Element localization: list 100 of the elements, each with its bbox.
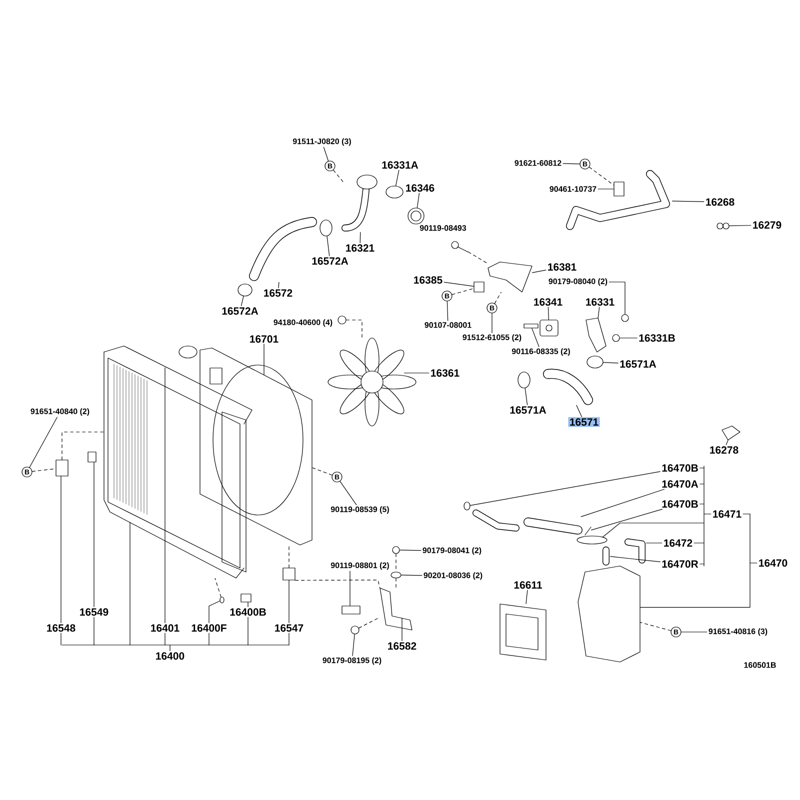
bracket-line (60, 632, 62, 646)
callout-number: 16571A (510, 406, 546, 414)
leader-line (598, 188, 614, 190)
clamp-drawing (586, 356, 604, 368)
callout-number: 16547 (275, 624, 304, 632)
dashed-leader-line (452, 288, 474, 295)
callout-number: 16611 (514, 581, 542, 589)
callout-number: 91511-J0820 (3) (292, 138, 351, 146)
bracket-line (694, 542, 704, 544)
leader-line (591, 508, 663, 530)
callout-number: 16572 (264, 289, 292, 297)
leader-line (532, 270, 546, 274)
o-ring-drawing (220, 596, 224, 604)
callout-number: 16571A (620, 360, 656, 368)
leader-line (164, 367, 166, 624)
leader-line (208, 600, 220, 624)
elbow-drawing (722, 426, 740, 440)
bolt-drawing (612, 334, 620, 342)
leader-line (446, 301, 448, 321)
leader-line (646, 542, 662, 544)
callout-number: 16331B (639, 334, 675, 342)
shroud-drawing (200, 348, 312, 546)
fan-drawing (328, 338, 416, 426)
connector-drawing (716, 222, 730, 230)
callout-number: 16381 (548, 263, 576, 271)
callout-number: 16549 (80, 608, 108, 616)
bolt-drawing (451, 241, 468, 252)
pin-drawing (524, 324, 538, 328)
leader-line (278, 282, 280, 288)
hose-drawing (543, 368, 593, 405)
leader-line (323, 146, 329, 162)
bracket-line (750, 562, 758, 564)
callout-number: 94180-40600 (4) (274, 319, 332, 327)
callout-number: 16471 (713, 510, 742, 518)
nut-drawing (350, 626, 360, 634)
callout-number: 90119-08539 (5) (330, 506, 389, 514)
bracket-line (602, 522, 704, 538)
callout-number: 16361 (431, 369, 460, 377)
drain-plug-drawing (240, 594, 252, 602)
leader-line (640, 607, 750, 608)
leader-line (610, 556, 660, 562)
leader-line (729, 225, 752, 226)
leader-line (608, 282, 626, 314)
outlet-drawing (586, 318, 606, 352)
callout-number: 16582 (388, 642, 416, 650)
callout-number: 91651-40816 (3) (708, 628, 768, 636)
callout-number: 16401 (151, 624, 180, 632)
dashed-leader-line (588, 166, 614, 186)
clamp-drawing (320, 220, 332, 236)
leader-line (416, 192, 420, 208)
hose-drawing (624, 538, 646, 564)
cap-drawing (576, 536, 608, 544)
thermostat-drawing (386, 186, 404, 198)
callout-number: 16400 (156, 652, 184, 660)
leader-line (360, 232, 361, 244)
callout-number: 16548 (47, 624, 76, 632)
dashed-leader-line (214, 578, 222, 598)
diagram-number: 160501B (744, 662, 776, 668)
leader-line (548, 306, 549, 320)
bracket-drawing (488, 262, 532, 292)
leader-line (603, 362, 618, 364)
dashed-leader-line (312, 467, 332, 476)
callout-number: 16472 (664, 539, 692, 547)
callout-number: 16268 (706, 198, 734, 206)
dashed-leader-line (62, 432, 104, 460)
dashed-leader-line (494, 292, 502, 304)
leader-line (326, 236, 330, 256)
leader-line (288, 580, 290, 624)
callout-number: 16701 (250, 335, 278, 343)
pipe-drawing (342, 174, 378, 232)
callout-number: 90461-10737 (550, 186, 596, 192)
bracket-line (164, 632, 166, 646)
callout-number: 16470B (662, 500, 698, 508)
callout-number: 16341 (534, 298, 562, 306)
dashed-leader-line (295, 580, 380, 588)
callout-number: 90107-08001 (424, 322, 472, 328)
dashed-leader-line (346, 320, 362, 338)
leader-line (340, 481, 357, 506)
callout-number: 90116-08335 (2) (512, 348, 570, 356)
bracket-line (288, 632, 290, 646)
callout-number: 16470R (662, 560, 698, 568)
callout-number: 16278 (710, 446, 738, 454)
block-drawing (474, 282, 484, 292)
nut-drawing (392, 546, 400, 554)
clamp-drawing (464, 502, 470, 510)
callout-number: 16470B (662, 464, 698, 472)
callout-number: 16279 (753, 221, 782, 229)
hose-drawing (524, 518, 582, 534)
dashed-leader-line (333, 170, 345, 184)
callout-number: 90201-08036 (2) (424, 572, 482, 580)
leader-line (532, 328, 540, 348)
callout-number: 90179-08040 (2) (548, 278, 608, 286)
tube-drawing (602, 546, 610, 566)
dashed-leader-line (468, 252, 488, 264)
callout-number: 16571 (568, 417, 600, 427)
leader-line (404, 372, 430, 374)
leader-line (526, 590, 528, 604)
leader-line (240, 296, 244, 306)
tank-drawing (578, 566, 640, 662)
callout-number: 16400F (192, 624, 226, 632)
